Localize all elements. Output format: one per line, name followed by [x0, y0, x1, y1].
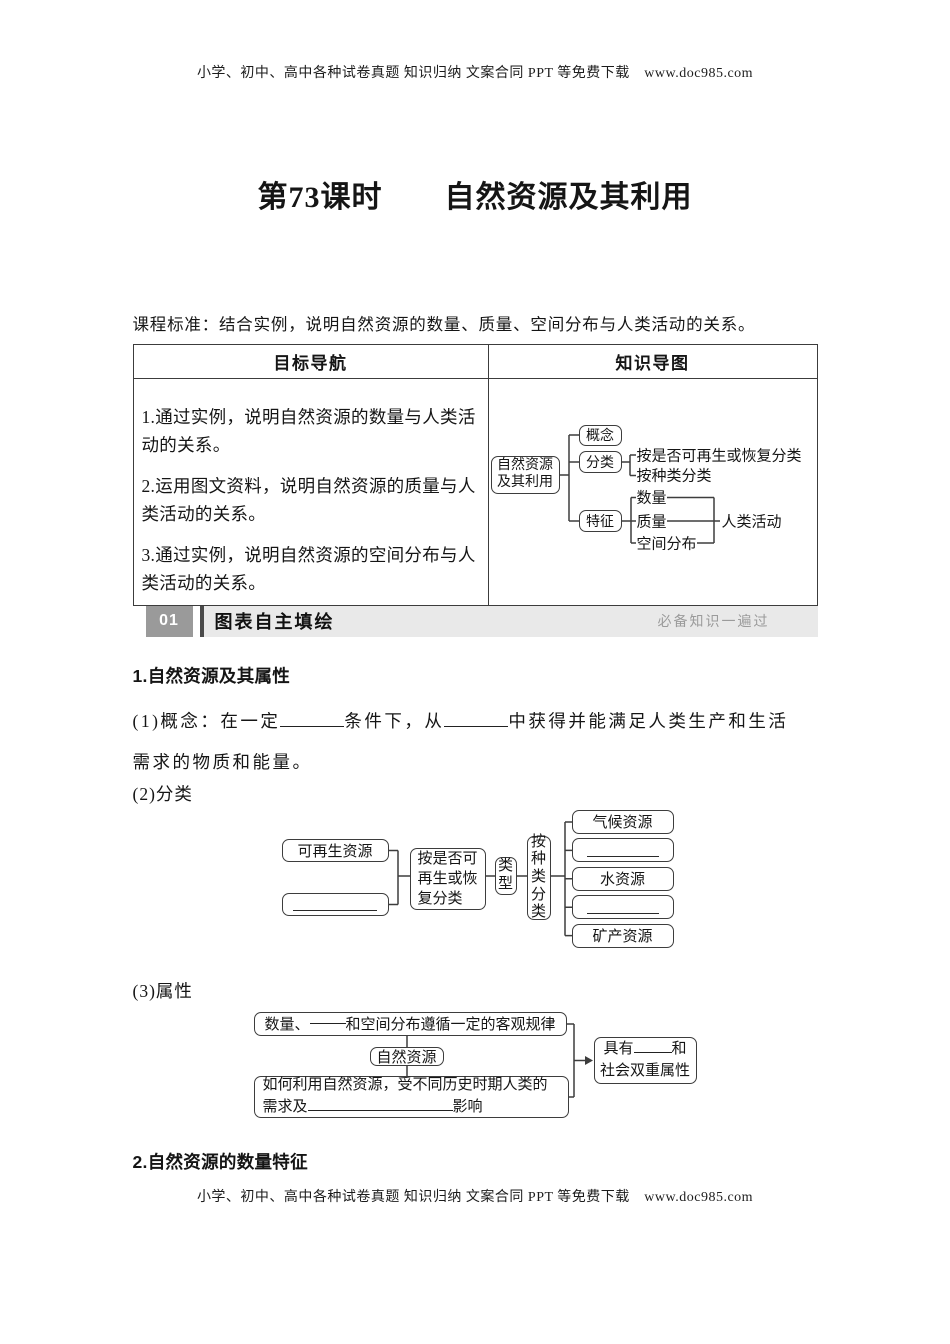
knowledge-mindmap: 自然资源及其利用 概念 分类 特征 按是否可再生或恢复分类 按种类分类 数量 质…: [490, 424, 813, 560]
section-bar-band: 图表自主填绘 必备知识一遍过: [203, 605, 818, 637]
section-number-badge: 01: [145, 605, 193, 637]
attr-rule-box: 数量、 和空间分布遵循一定的客观规律: [253, 1011, 567, 1036]
mindmap-classify-item: 按种类分类: [636, 468, 712, 485]
goals-cell: 1.通过实例，说明自然资源的数量与人类活动的关系。 2.运用图文资料，说明自然资…: [134, 378, 489, 605]
criteria-kind-label: 按种类分类: [531, 833, 547, 921]
attributes-diagram: 数量、 和空间分布遵循一定的客观规律 自然资源 如何利用自然资源，受不同历史时期人…: [252, 1007, 702, 1125]
blank-underline: [280, 725, 345, 727]
blank-underline: [293, 909, 377, 911]
attr-usage-line1: 如何利用自然资源，受不同历史时期人类的: [262, 1077, 548, 1094]
nav-table-header-goals: 目标导航: [134, 344, 489, 378]
kind-blank-box: [571, 895, 674, 920]
dual-attribute-text: 和: [671, 1040, 687, 1057]
dual-attribute-box: 具有 和 社会双重属性: [593, 1036, 697, 1084]
blank-underline: [444, 725, 509, 727]
criteria-renew-box: 按是否可再生或恢复分类: [409, 847, 486, 910]
concept-text: 条件下，从: [344, 710, 445, 731]
part2-heading: 2.自然资源的数量特征: [132, 1151, 308, 1172]
criteria-renew-label: 按是否可再生或恢复分类: [417, 850, 478, 908]
kind-climate-box: 气候资源: [571, 809, 674, 834]
page-footer-text: 小学、初中、高中各种试卷真题 知识归纳 文案合同 PPT 等免费下载 www.d…: [196, 1190, 754, 1205]
blank-underline: [586, 913, 659, 915]
attr-usage-line2: 需求及 影响: [263, 1097, 483, 1119]
nav-table-body-row: 1.通过实例，说明自然资源的数量与人类活动的关系。 2.运用图文资料，说明自然资…: [134, 378, 817, 605]
mindmap-classify-item: 按是否可再生或恢复分类: [636, 448, 802, 465]
attr-rule-text: 和空间分布遵循一定的客观规律: [345, 1017, 556, 1034]
content-column: 课程标准：结合实例，说明自然资源的数量、质量、空间分布与人类活动的关系。 目标导…: [132, 313, 818, 1174]
renewable-blank-box: [281, 892, 389, 916]
natural-resource-box: 自然资源: [369, 1046, 444, 1066]
classify-label: (2)分类: [132, 783, 193, 804]
mindmap-root-box: 自然资源及其利用: [490, 455, 560, 494]
dual-attribute-text: 具有: [603, 1040, 634, 1057]
classification-connector-lines: [388, 821, 572, 937]
page-header-text: 小学、初中、高中各种试卷真题 知识归纳 文案合同 PPT 等免费下载 www.d…: [196, 66, 754, 81]
type-box: 类型: [494, 856, 517, 895]
mindmap-cell: 自然资源及其利用 概念 分类 特征 按是否可再生或恢复分类 按种类分类 数量 质…: [489, 379, 817, 605]
attr-rule-text: 数量、: [264, 1017, 310, 1034]
mindmap-connector-lines: [559, 434, 720, 544]
mindmap-result-label: 人类活动: [721, 514, 782, 531]
section-bar-rule: [199, 605, 204, 637]
mindmap-root-label: 自然资源及其利用: [497, 458, 553, 490]
goal-item: 3.通过实例，说明自然资源的空间分布与人类活动的关系。: [141, 544, 476, 593]
nav-table-header-map: 知识导图: [615, 353, 690, 373]
concept-text: (1)概念：在一定: [132, 710, 281, 731]
mindmap-classify-box: 分类: [578, 450, 622, 473]
renewable-resource-box: 可再生资源: [281, 838, 389, 862]
part1-heading: 1.自然资源及其属性: [132, 665, 291, 686]
blank-underline: [309, 1023, 346, 1025]
criteria-kind-box: 按种类分类: [526, 833, 551, 921]
blank-underline: [633, 1051, 672, 1053]
attributes-connector-lines: [405, 1023, 593, 1098]
attr-label: (3)属性: [132, 980, 193, 1001]
page-title: 第73课时 自然资源及其利用: [257, 181, 693, 214]
course-standard: 课程标准：结合实例，说明自然资源的数量、质量、空间分布与人类活动的关系。: [132, 315, 756, 334]
section-title: 图表自主填绘: [214, 612, 335, 633]
kind-water-box: 水资源: [571, 866, 674, 891]
blank-underline: [307, 1109, 453, 1111]
mindmap-feature-item: 质量: [636, 514, 667, 531]
goal-item: 2.运用图文资料，说明自然资源的质量与人类活动的关系。: [141, 475, 476, 524]
concept-definition-line2: 需求的物质和能量。: [132, 751, 313, 772]
mindmap-feature-item: 空间分布: [636, 536, 697, 553]
mindmap-feature-item: 数量: [636, 490, 667, 507]
dual-attribute-line1: 具有 和: [603, 1038, 686, 1061]
attr-usage-box: 如何利用自然资源，受不同历史时期人类的 需求及 影响: [253, 1075, 569, 1119]
kind-mineral-box: 矿产资源: [571, 923, 674, 948]
blank-underline: [586, 856, 659, 858]
nav-table: 目标导航 知识导图 1.通过实例，说明自然资源的数量与人类活动的关系。 2.运用…: [132, 343, 818, 606]
classification-diagram: 可再生资源 按是否可再生或恢复分类 类型 按种类分类 气候资源 水资源 矿产资源: [280, 808, 680, 958]
kind-blank-box: [571, 838, 674, 863]
goal-item: 1.通过实例，说明自然资源的数量与人类活动的关系。: [141, 406, 476, 455]
section-subtitle: 必备知识一遍过: [657, 613, 770, 630]
attr-usage-text: 影响: [452, 1098, 483, 1115]
mindmap-concept-box: 概念: [578, 424, 622, 446]
mindmap-feature-box: 特征: [578, 509, 622, 532]
nav-table-header-row: 目标导航 知识导图: [133, 344, 817, 379]
section-bar: 01 图表自主填绘 必备知识一遍过: [133, 605, 818, 637]
concept-text: 中获得并能满足人类生产和生活: [508, 710, 789, 731]
attr-usage-text: 需求及: [262, 1098, 308, 1115]
dual-attribute-line2: 社会双重属性: [599, 1063, 690, 1080]
concept-definition-line1: (1)概念：在一定 条件下，从 中获得并能满足人类生产和生活: [133, 708, 818, 733]
section-bar-gap: [192, 605, 200, 637]
type-label: 类型: [498, 858, 514, 892]
